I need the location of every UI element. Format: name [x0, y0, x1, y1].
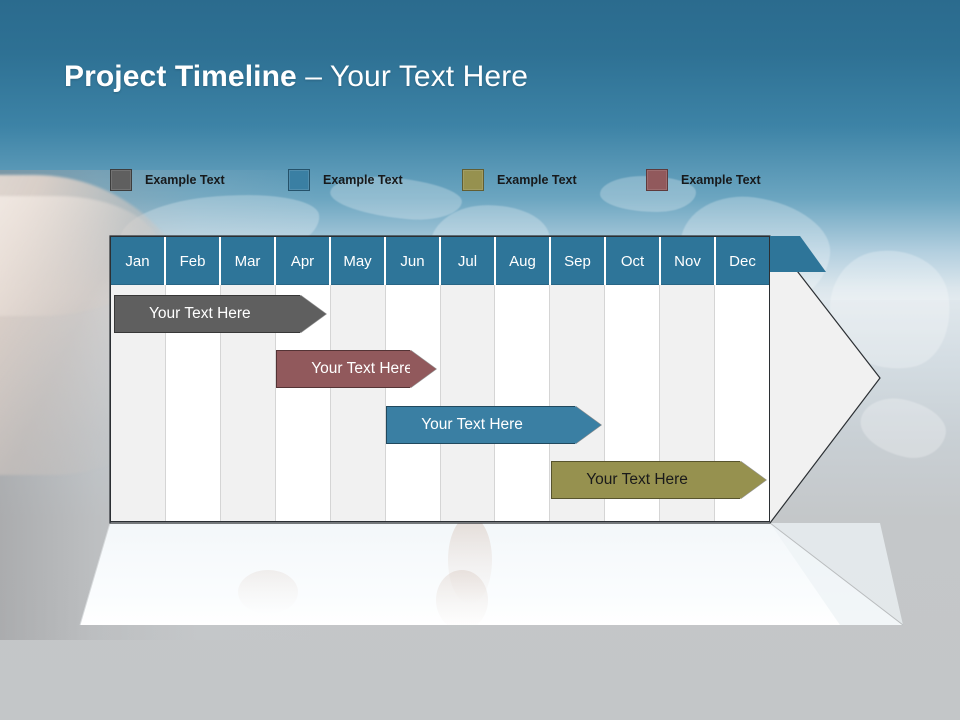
task-bar-label: Your Text Here [421, 416, 523, 433]
task-bar[interactable]: Your Text Here [551, 461, 766, 499]
task-bar-label: Your Text Here [149, 305, 251, 322]
month-header-nov[interactable]: Nov [661, 237, 716, 285]
legend-item[interactable]: Example Text [110, 169, 225, 191]
legend-swatch-icon [110, 169, 132, 191]
task-bar-body: Your Text Here [276, 350, 413, 388]
month-header-sep[interactable]: Sep [551, 237, 606, 285]
month-header-apr[interactable]: Apr [276, 237, 331, 285]
month-header-aug[interactable]: Aug [496, 237, 551, 285]
month-header-oct[interactable]: Oct [606, 237, 661, 285]
month-header-mar[interactable]: Mar [221, 237, 276, 285]
task-bar-body: Your Text Here [551, 461, 740, 499]
legend-item-label: Example Text [323, 173, 403, 187]
task-bar-arrowhead-icon [574, 406, 601, 444]
task-bar-arrowhead-icon [409, 350, 436, 388]
task-bar[interactable]: Your Text Here [114, 295, 326, 333]
task-bar-body: Your Text Here [386, 406, 575, 444]
page-title-rest: – Your Text Here [296, 60, 529, 93]
month-header-jan[interactable]: Jan [111, 237, 166, 285]
legend-swatch-icon [646, 169, 668, 191]
task-bar[interactable]: Your Text Here [386, 406, 601, 444]
task-bar-arrowhead-icon [299, 295, 326, 333]
task-bar[interactable]: Your Text Here [276, 350, 436, 388]
task-bar-body: Your Text Here [114, 295, 300, 333]
month-header-may[interactable]: May [331, 237, 386, 285]
task-bar-label: Your Text Here [311, 360, 413, 377]
legend-item[interactable]: Example Text [462, 169, 577, 191]
legend-item-label: Example Text [145, 173, 225, 187]
legend-item[interactable]: Example Text [288, 169, 403, 191]
month-header-jul[interactable]: Jul [441, 237, 496, 285]
month-header-jun[interactable]: Jun [386, 237, 441, 285]
legend-item[interactable]: Example Text [646, 169, 761, 191]
task-bar-arrowhead-icon [739, 461, 766, 499]
month-header-dec[interactable]: Dec [716, 237, 769, 285]
month-header-feb[interactable]: Feb [166, 237, 221, 285]
page-title-bold: Project Timeline [64, 60, 297, 93]
legend-item-label: Example Text [681, 173, 761, 187]
page-title: Project Timeline – Your Text Here [64, 60, 528, 94]
legend: Example Text Example Text Example Text E… [110, 169, 810, 193]
task-bar-label: Your Text Here [586, 471, 688, 488]
legend-item-label: Example Text [497, 173, 577, 187]
legend-swatch-icon [462, 169, 484, 191]
legend-swatch-icon [288, 169, 310, 191]
